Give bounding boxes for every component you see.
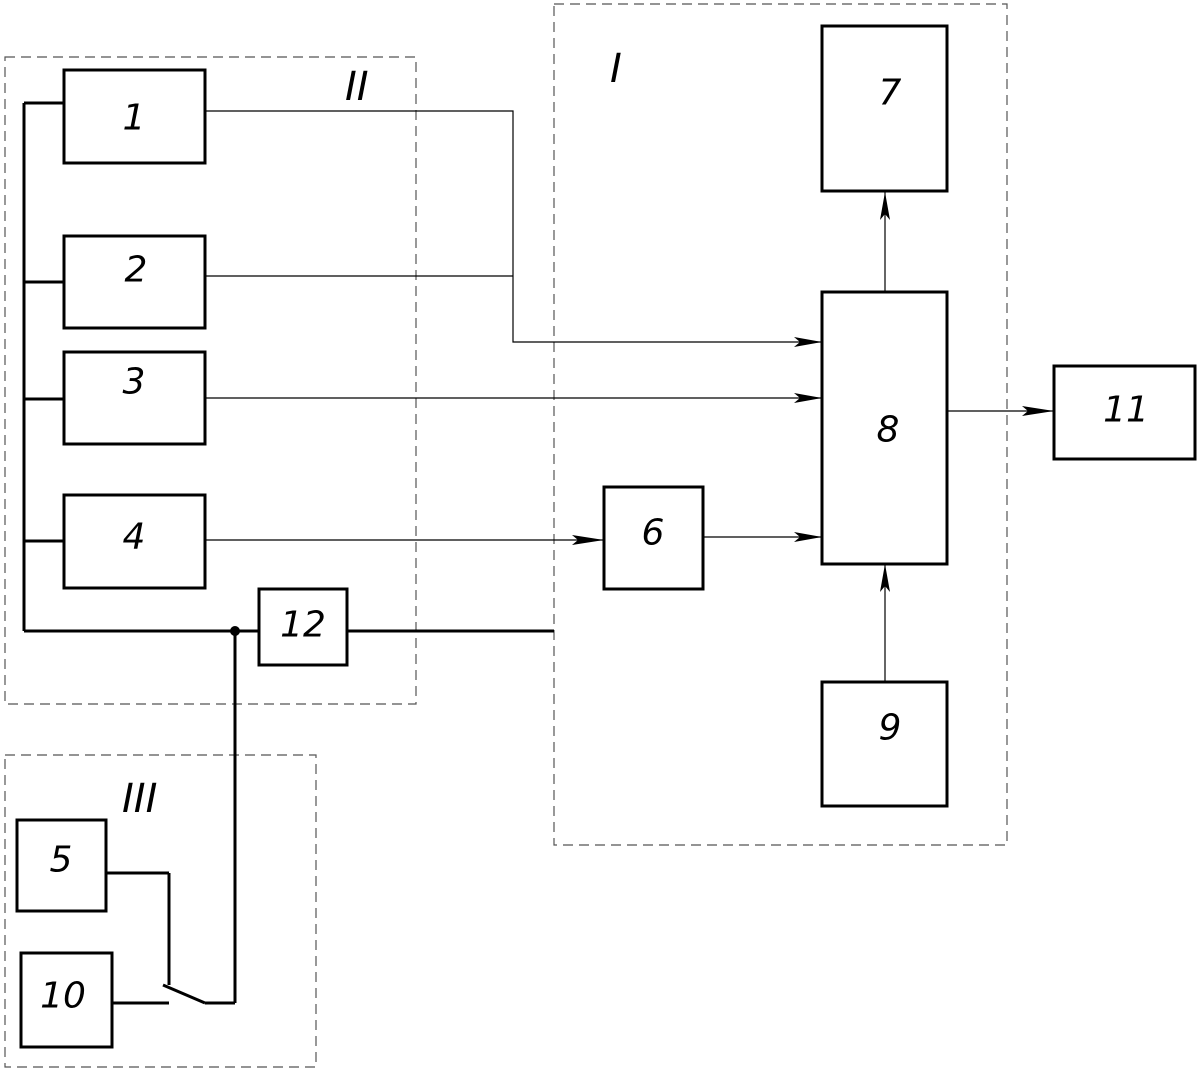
block-2: 2 [62,234,207,330]
block-4: 4 [62,493,207,590]
arrow-to-11 [1022,406,1054,416]
group-label-III: III [122,776,157,822]
svg-text:5: 5 [50,840,73,881]
svg-text:11: 11 [1103,390,1149,431]
svg-text:2: 2 [125,250,148,291]
svg-text:12: 12 [280,605,326,646]
group-frame-I [553,3,1008,846]
power-bus [22,101,554,1003]
arrow-to-8-a [794,337,822,347]
group-frame-III [4,754,317,1068]
switch-circuit [106,871,235,1005]
group-frame-II [4,56,417,705]
svg-text:4: 4 [123,517,146,558]
arrow-to-8-c [794,532,822,542]
group-label-I: I [610,46,622,92]
svg-text:8: 8 [877,410,900,451]
block-6: 6 [602,485,705,591]
block-10: 10 [19,951,114,1049]
block-7: 7 [820,24,949,193]
switch-contact [162,983,206,1005]
arrow-from-9 [880,564,890,592]
svg-text:6: 6 [642,513,665,554]
arrow-to-8-b [794,393,822,403]
block-8: 8 [820,290,949,566]
svg-text:7: 7 [879,73,902,114]
svg-text:1: 1 [123,98,146,139]
block-1: 1 [62,68,207,165]
arrow-to-7 [880,192,890,220]
svg-text:9: 9 [879,708,902,749]
svg-text:3: 3 [123,362,146,403]
arrow-to-6 [572,535,604,545]
block-3: 3 [62,350,207,446]
group-label-II: II [345,64,369,110]
block-11: 11 [1052,364,1197,461]
svg-text:10: 10 [40,976,86,1017]
block-5: 5 [15,818,108,913]
block-9: 9 [820,680,949,808]
block-12: 12 [257,587,349,667]
junction-dot [230,626,240,636]
